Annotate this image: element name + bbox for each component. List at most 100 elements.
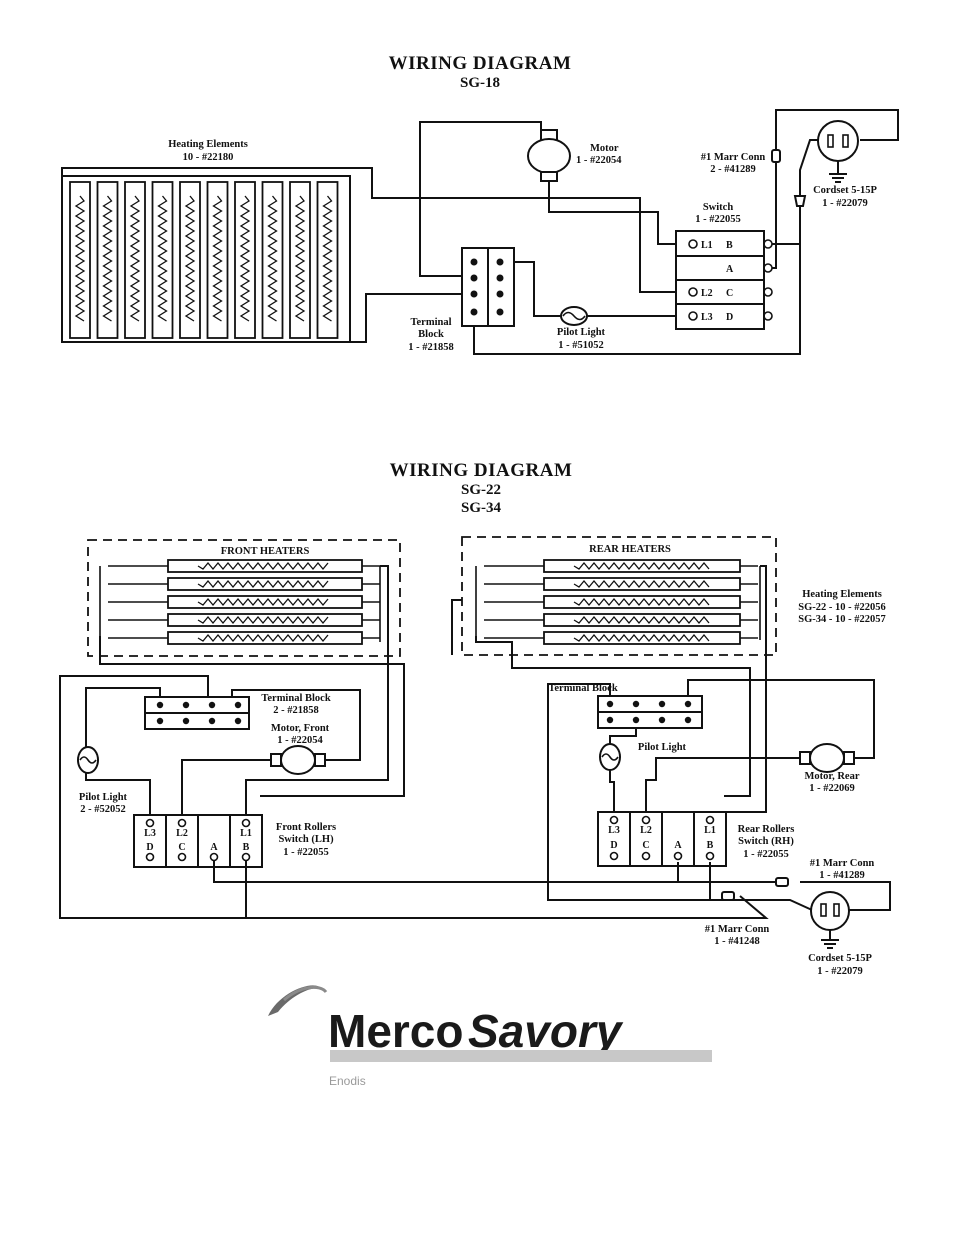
front-switch-label: Front Rollers (276, 822, 336, 833)
front-sw-l3: L3 (144, 828, 156, 839)
sg18-wire-return (473, 244, 801, 355)
front-pilot-label: Pilot Light (79, 792, 128, 803)
sg18-sw-l2: L2 (701, 288, 713, 299)
front-terminal-label: Terminal Block (261, 693, 330, 704)
terminal-dot (684, 716, 692, 724)
sg18-heating-elements (61, 167, 676, 343)
heater-coil (573, 615, 710, 625)
sg18-wire-heater-top (61, 167, 676, 293)
front-terminal-block (144, 696, 250, 730)
heater-element (124, 181, 146, 339)
sg18-marr-part: 2 - #41289 (710, 164, 756, 175)
terminal-dot (470, 290, 478, 298)
sg18-sw-a: A (726, 264, 734, 275)
heater-element (151, 181, 174, 339)
sg18-terminal-label: Terminal (410, 317, 451, 328)
heater-coil (74, 195, 86, 322)
heater-coil (212, 195, 223, 322)
sg18-switch-part: 1 - #22055 (695, 214, 741, 225)
heater-coil (197, 615, 329, 625)
front-sw-l2: L2 (176, 828, 188, 839)
sg18-wire-pilot-1 (514, 261, 561, 317)
rear-switch-part: 1 - #22055 (743, 849, 789, 860)
logo-shadow-bar (330, 1050, 712, 1062)
terminal-dot (658, 700, 666, 708)
rear-rollers-switch (597, 811, 727, 867)
heater-element (234, 181, 256, 339)
sg22-marr-part-2: 1 - #41248 (714, 936, 760, 947)
heater-coil (573, 561, 710, 571)
sg18-wire-heater-bottom (350, 293, 462, 343)
sg22-cordset-label: Cordset 5-15P (808, 953, 872, 964)
rear-motor-part: 1 - #22069 (809, 783, 855, 794)
sg18-diagram: WIRING DIAGRAM SG-18 Heating Elements 10… (61, 53, 899, 355)
heater-element (96, 181, 119, 339)
terminal-dot (208, 717, 216, 725)
terminal-dot (496, 308, 504, 316)
terminal-dot (606, 716, 614, 724)
sg18-sw-b: B (726, 240, 733, 251)
terminal-dot (632, 700, 640, 708)
rear-sw-l1: L1 (704, 825, 716, 836)
terminal-dot (470, 274, 478, 282)
sg18-heating-elements-part: 10 - #22180 (183, 152, 234, 163)
front-heaters-label: FRONT HEATERS (221, 546, 310, 557)
logo-parent: Enodis (329, 1074, 366, 1088)
terminal-dot (496, 290, 504, 298)
swoosh-icon (268, 985, 322, 1016)
rear-heaters (461, 536, 777, 656)
rear-motor-label: Motor, Rear (804, 771, 859, 782)
sg18-wire-a (772, 160, 777, 269)
sg22-heating-part-2: SG-34 - 10 - #22057 (798, 614, 886, 625)
sg18-marr-connector-icon (771, 149, 781, 163)
sg22-model-1: SG-22 (461, 482, 501, 498)
terminal-dot (182, 701, 190, 709)
heater-coil (184, 195, 196, 322)
front-switch-label2: Switch (LH) (278, 834, 334, 845)
heater-coil (573, 597, 710, 607)
sg18-wire-motor-2 (548, 181, 676, 245)
front-terminal-part: 2 - #21858 (273, 705, 319, 716)
sg22-marr-label-2: #1 Marr Conn (705, 924, 770, 935)
sg22-model-2: SG-34 (461, 500, 502, 516)
rear-switch-label2: Switch (RH) (738, 836, 794, 847)
sg18-motor-label: Motor (590, 143, 619, 154)
sg22-cordset-plug-icon (810, 891, 850, 949)
merco-savory-logo: Merco Savory Enodis (268, 985, 712, 1088)
rear-sw-a: A (674, 840, 682, 851)
terminal-dot (496, 258, 504, 266)
terminal-dot (208, 701, 216, 709)
sg18-marr-label: #1 Marr Conn (701, 152, 766, 163)
front-sw-c: C (178, 842, 185, 853)
rear-heaters-label: REAR HEATERS (589, 544, 671, 555)
sg18-switch (675, 230, 773, 330)
sg18-terminal-part: 1 - #21858 (408, 342, 454, 353)
sg18-pilot-label: Pilot Light (557, 327, 606, 338)
front-pilot-light-icon (77, 746, 99, 774)
heater-coil (267, 195, 278, 322)
heater-coil (573, 579, 710, 589)
sg22-marr-connector-icon-1 (775, 877, 789, 887)
front-switch-part: 1 - #22055 (283, 847, 329, 858)
terminal-dot (182, 717, 190, 725)
sg18-pilot-light-icon (560, 306, 588, 326)
front-pilot-part: 2 - #52052 (80, 804, 126, 815)
heater-coil (102, 195, 113, 322)
front-sw-a: A (210, 842, 218, 853)
heater-coil (197, 633, 329, 643)
rear-sw-c: C (642, 840, 649, 851)
sg18-terminal-label2: Block (418, 329, 444, 340)
logo-brand-word1: Merco (328, 1005, 463, 1057)
sg18-cordset-plug-icon (793, 120, 859, 207)
terminal-dot (156, 701, 164, 709)
rear-terminal-label: Terminal Block (548, 683, 617, 694)
rear-sw-b: B (707, 840, 714, 851)
front-heaters (87, 539, 401, 657)
heater-element (179, 181, 201, 339)
sg22-marr-part-1: 1 - #41289 (819, 870, 865, 881)
sg22-marr-label-1: #1 Marr Conn (810, 858, 875, 869)
sg18-title: WIRING DIAGRAM (389, 53, 572, 74)
terminal-dot (470, 258, 478, 266)
rear-motor-icon (799, 743, 855, 773)
heater-element (206, 181, 229, 339)
